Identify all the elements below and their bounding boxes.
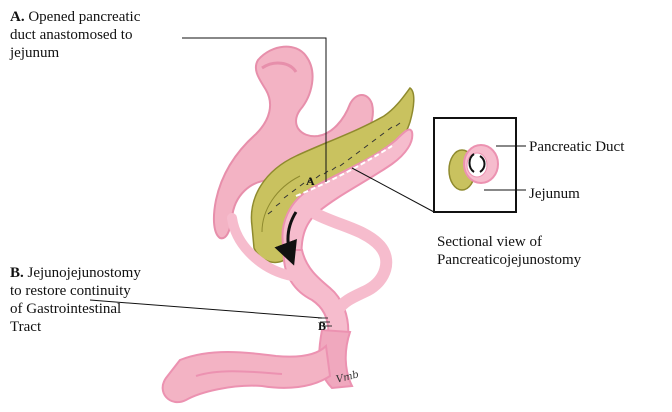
- label-b-letter: B.: [10, 265, 24, 281]
- label-sectional-line-1: Sectional view of: [437, 234, 542, 250]
- label-pancreatic-duct: Pancreatic Duct: [529, 138, 624, 156]
- label-a-line-3: jejunum: [10, 45, 59, 61]
- label-b-line-3: of Gastrointestinal: [10, 301, 121, 317]
- label-a-line-2: duct anastomosed to: [10, 27, 132, 43]
- marker-b: B: [318, 319, 326, 333]
- label-a-line-1: Opened pancreatic: [28, 9, 140, 25]
- label-jejunum: Jejunum: [529, 185, 580, 203]
- label-b-line-1: Jejunojejunostomy: [28, 265, 141, 281]
- label-a: A. Opened pancreatic duct anastomosed to…: [10, 8, 140, 62]
- label-b: B. Jejunojejunostomy to restore continui…: [10, 264, 141, 336]
- label-b-line-2: to restore continuity: [10, 283, 131, 299]
- label-sectional-line-2: Pancreaticojejunostomy: [437, 252, 581, 268]
- marker-a: A: [306, 174, 315, 188]
- label-sectional-view: Sectional view of Pancreaticojejunostomy: [437, 233, 581, 269]
- label-b-line-4: Tract: [10, 319, 41, 335]
- sectional-view-inset: [434, 118, 526, 212]
- label-a-letter: A.: [10, 9, 25, 25]
